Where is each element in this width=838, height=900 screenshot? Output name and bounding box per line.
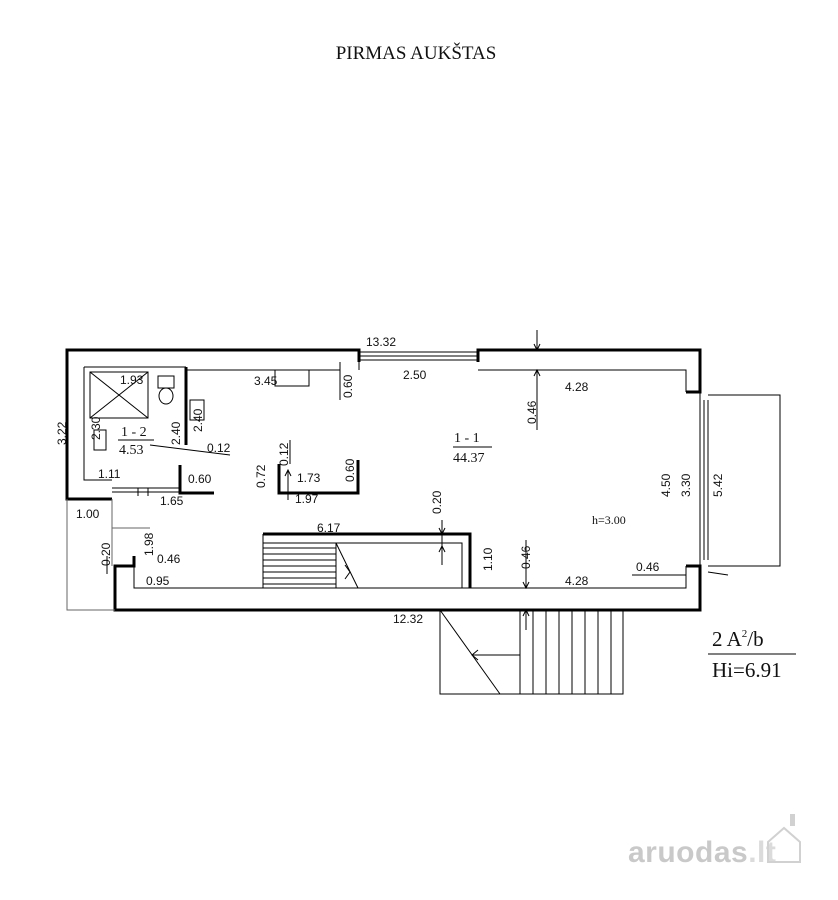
dim-island-right: 0.60 <box>343 458 357 482</box>
balcony <box>699 392 781 567</box>
dim-bath-shower: 2.30 <box>89 416 103 440</box>
dim-island-left: 0.72 <box>254 464 268 488</box>
kitchen-island <box>277 460 360 495</box>
dim-entrance-width: 1.00 <box>76 507 100 521</box>
legend-line-1-sup: 2 <box>742 628 748 640</box>
dim-entrance-bottom: 0.95 <box>146 574 170 588</box>
dim-top-opening: 2.50 <box>403 368 427 382</box>
dim-right-height-outer: 4.50 <box>659 473 673 497</box>
dimension-labels: 13.32 2.50 4.28 4.28 0.46 12.32 6.17 3.4… <box>55 335 725 626</box>
staircase <box>262 532 472 589</box>
dim-stair-gap: 0.20 <box>430 490 444 514</box>
entrance <box>66 499 150 611</box>
dim-balcony-height: 5.42 <box>711 473 725 497</box>
dim-stair-offset: 0.46 <box>519 545 533 569</box>
dim-entrance-offset: 0.46 <box>157 552 181 566</box>
watermark-name: aruodas <box>628 836 748 869</box>
dim-bath-bottom: 1.11 <box>98 467 121 481</box>
room-1-2-id: 1 - 2 <box>121 425 147 440</box>
dim-island-thickness: 0.12 <box>277 442 291 466</box>
dim-bottom-total: 12.32 <box>393 612 423 626</box>
watermark-text: aruodas.lt <box>628 836 776 869</box>
watermark-suffix: .lt <box>748 836 776 869</box>
dim-right-bottom: 4.28 <box>565 574 589 588</box>
plan-title: PIRMAS AUKŠTAS <box>336 42 497 64</box>
dim-top-total: 13.32 <box>366 335 396 349</box>
dim-bath-height: 2.40 <box>169 421 183 445</box>
dim-entrance-small: 0.20 <box>99 542 113 566</box>
legend-line-2: Hi=6.91 <box>712 658 782 682</box>
house-icon <box>767 826 801 863</box>
dim-left-height: 3.22 <box>55 421 69 445</box>
dim-kitchen-wall: 0.60 <box>341 374 355 398</box>
dim-kitchen-top: 3.45 <box>254 374 278 388</box>
exterior-stairs <box>439 609 624 695</box>
dim-stair-height: 1.10 <box>481 547 495 571</box>
dim-island-outer: 1.97 <box>295 492 319 506</box>
dim-right-top: 4.28 <box>565 380 589 394</box>
dim-bath-height-2: 2.40 <box>191 408 205 432</box>
kitchen-counter <box>274 369 341 400</box>
room-labels: 1 - 1 44.37 1 - 2 4.53 h=3.00 <box>118 425 626 527</box>
watermark-logo: aruodas.lt <box>628 814 801 869</box>
legend: 2 A2/b Hi=6.91 <box>708 627 796 682</box>
dim-right-offset: 0.46 <box>636 560 660 574</box>
room-1-2-area: 4.53 <box>119 443 144 458</box>
dim-bath-width: 1.93 <box>120 373 144 387</box>
dim-right-height-inner: 3.30 <box>679 473 693 497</box>
dim-stair-width: 6.17 <box>317 521 341 535</box>
height-note: h=3.00 <box>592 513 626 527</box>
dim-bath-door: 1.65 <box>160 494 184 508</box>
room-1-1-id: 1 - 1 <box>454 431 480 446</box>
dim-island-width: 1.73 <box>297 471 321 485</box>
dim-partition-gap: 0.60 <box>188 472 212 486</box>
legend-line-1: 2 A2/b <box>712 627 764 651</box>
dimension-lines <box>149 330 729 630</box>
dim-partition-thickness: 0.12 <box>207 441 231 455</box>
legend-line-1-prefix: 2 A <box>712 627 743 651</box>
dim-top-offset: 0.46 <box>525 400 539 424</box>
legend-line-1-suffix: /b <box>747 627 763 651</box>
dim-entrance-depth: 1.98 <box>142 532 156 556</box>
bathroom-walls <box>89 367 214 496</box>
room-1-1-area: 44.37 <box>453 451 485 466</box>
